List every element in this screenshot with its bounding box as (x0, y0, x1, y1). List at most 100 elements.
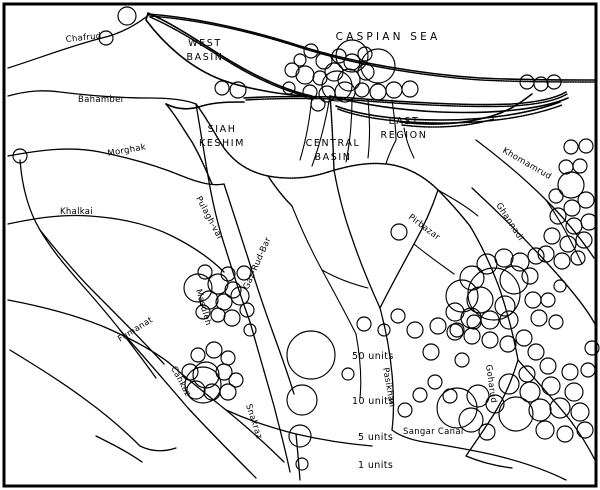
proportional-symbol (205, 341, 223, 359)
proportional-symbol (445, 302, 465, 322)
proportional-symbol (559, 235, 577, 253)
region-label: REGION (381, 130, 428, 141)
proportional-symbol (284, 62, 300, 78)
proportional-symbol (429, 317, 447, 335)
river-label: Khalkai (60, 207, 93, 217)
proportional-symbol (478, 423, 496, 441)
proportional-symbol (561, 363, 579, 381)
proportional-symbol (445, 279, 479, 313)
proportional-symbol (549, 397, 571, 419)
proportional-symbol (401, 80, 419, 98)
proportional-symbol (519, 381, 541, 403)
sea-label: CASPIAN SEA (336, 31, 441, 43)
river-label: Goharud (483, 364, 498, 404)
proportional-symbol (499, 335, 517, 353)
proportional-symbol (521, 267, 539, 285)
proportional-symbol (510, 252, 530, 272)
proportional-symbol (422, 343, 440, 361)
proportional-symbol (184, 366, 222, 404)
proportional-symbol (466, 286, 494, 314)
proportional-symbol (335, 39, 369, 73)
proportional-symbol (219, 383, 237, 401)
proportional-symbol (527, 247, 545, 265)
proportional-symbol (220, 350, 236, 366)
proportional-symbol (186, 380, 206, 400)
river-label: Cahkaz (168, 365, 192, 399)
proportional-symbol (243, 323, 257, 337)
proportional-symbol (499, 310, 519, 330)
proportional-symbol (442, 388, 458, 404)
proportional-symbol (533, 76, 549, 92)
proportional-symbol (563, 139, 579, 155)
proportional-symbol (553, 252, 571, 270)
proportional-symbol (356, 316, 372, 332)
proportional-symbol (315, 52, 333, 70)
river-label: Ghannadi (493, 201, 525, 243)
proportional-symbol (481, 331, 499, 349)
proportional-symbol (190, 347, 206, 363)
proportional-symbol (427, 374, 443, 390)
proportional-symbol (548, 314, 564, 330)
river-label: Khomamrud (501, 146, 554, 182)
proportional-symbol (343, 53, 361, 71)
proportional-symbol (494, 295, 516, 317)
legend-label: 50 units (352, 351, 394, 362)
legend-symbol (286, 330, 336, 380)
proportional-symbol (357, 46, 373, 62)
proportional-symbol (385, 81, 403, 99)
river-label: Gaz-Rud-Bar (242, 236, 274, 292)
proportional-symbol (377, 323, 391, 337)
proportional-symbol (541, 376, 561, 396)
proportional-symbol (324, 62, 344, 82)
proportional-symbol (310, 96, 326, 112)
proportional-symbol (460, 307, 482, 329)
proportional-symbol (499, 265, 529, 295)
proportional-symbol (446, 323, 464, 341)
river-label: Chafrud (65, 31, 102, 45)
legend-label: 1 units (358, 460, 393, 471)
river-label: Sangar Canal (403, 427, 464, 437)
river-network-layer (7, 13, 597, 481)
river-labels-layer: ChafrudBahamberMorghakKhalkaiFumanatPula… (60, 31, 553, 440)
proportional-symbol (360, 48, 396, 84)
river-label: Morghak (107, 142, 147, 159)
proportional-symbol (436, 387, 478, 429)
proportional-symbol (390, 308, 406, 324)
proportional-symbol (553, 279, 567, 293)
proportional-symbol (369, 83, 387, 101)
proportional-symbol (498, 396, 534, 432)
proportional-symbol (215, 293, 233, 311)
region-label: SIAH (208, 124, 237, 135)
proportional-symbol (449, 322, 465, 338)
proportional-symbol (546, 74, 562, 90)
proportional-symbol (539, 357, 557, 375)
proportional-symbol (229, 81, 247, 99)
proportional-symbols-layer (12, 6, 600, 443)
proportional-symbol (556, 425, 574, 443)
proportional-symbol (498, 373, 520, 395)
legend-label: 10 units (352, 396, 394, 407)
proportional-symbol (577, 191, 595, 209)
proportional-symbol (412, 387, 428, 403)
proportional-symbol (584, 340, 600, 356)
coastline-layer (145, 12, 597, 128)
proportional-symbol (228, 372, 244, 388)
proportional-symbol (293, 53, 307, 67)
proportional-symbol (515, 329, 533, 347)
proportional-symbol (466, 384, 490, 408)
legend-symbol (286, 384, 318, 416)
proportional-symbol (192, 361, 220, 389)
proportional-symbol (458, 407, 484, 433)
proportional-symbol (563, 199, 581, 217)
region-label: EAST (389, 116, 420, 127)
proportional-symbol (564, 382, 584, 402)
proportional-symbol (181, 363, 199, 381)
region-label: WEST (188, 38, 222, 49)
proportional-symbol (214, 80, 230, 96)
proportional-symbol (406, 321, 424, 339)
